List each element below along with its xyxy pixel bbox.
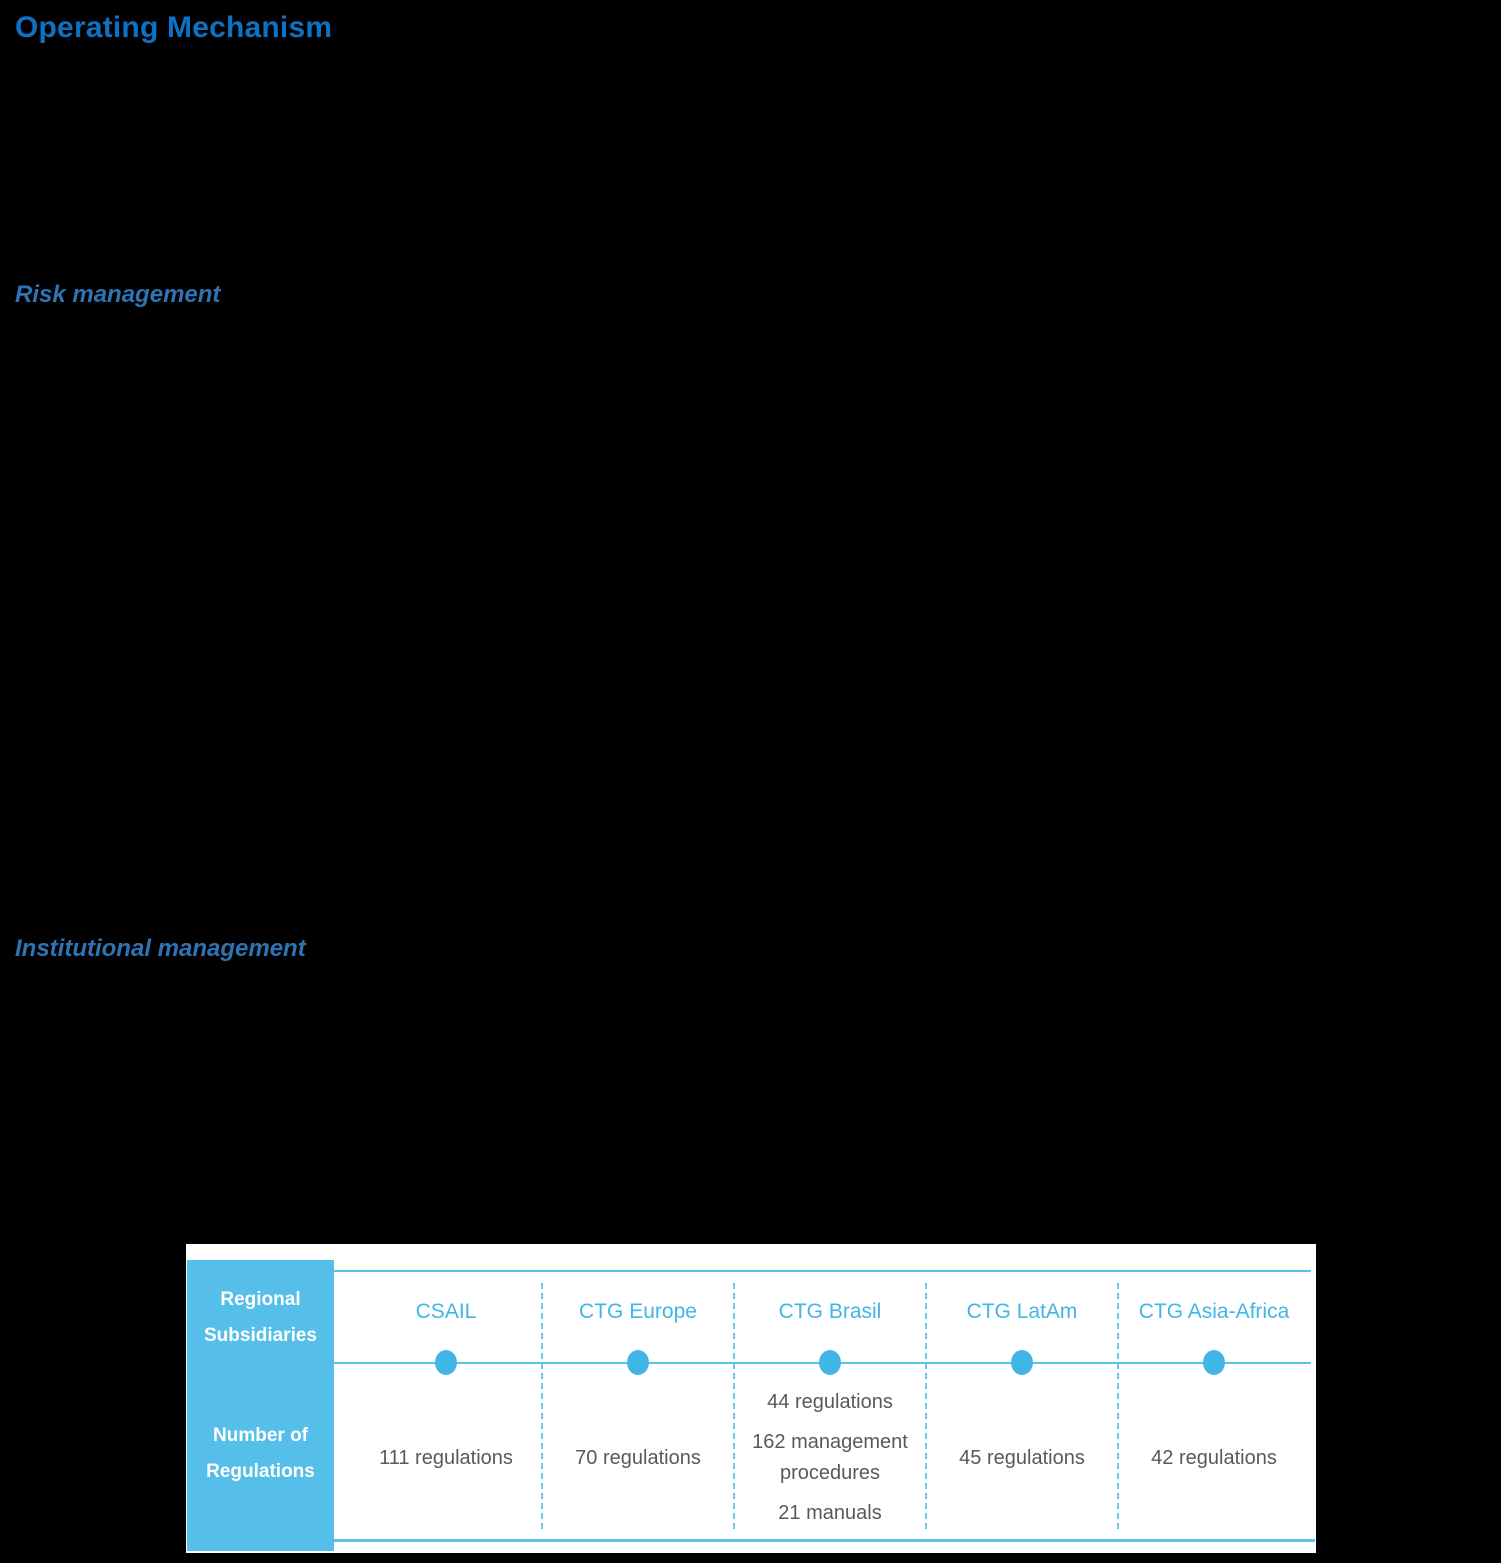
timeline-dot bbox=[627, 1350, 649, 1375]
column-ctg-asia-africa: CTG Asia-Africa 42 regulations bbox=[1118, 1260, 1310, 1542]
column-header: CTG Asia-Africa bbox=[1138, 1300, 1290, 1323]
value-cell: 45 regulations bbox=[926, 1372, 1118, 1544]
regional-subsidiaries-table: Regional Subsidiaries Number of Regulati… bbox=[186, 1244, 1316, 1553]
table-top-line bbox=[334, 1270, 1311, 1272]
page-title: Operating Mechanism bbox=[15, 11, 333, 44]
value-cell: 44 regulations 162 management procedures… bbox=[734, 1372, 926, 1544]
table-bottom-line bbox=[334, 1539, 1315, 1542]
row-label-box: Regional Subsidiaries Number of Regulati… bbox=[187, 1260, 334, 1551]
regulation-count: 111 regulations bbox=[379, 1446, 513, 1469]
section-heading-institutional-management: Institutional management bbox=[15, 935, 306, 962]
regulation-count: 162 management procedures bbox=[752, 1431, 908, 1484]
column-header: CTG Europe bbox=[579, 1300, 697, 1323]
column-divider bbox=[733, 1283, 735, 1529]
column-ctg-latam: CTG LatAm 45 regulations bbox=[926, 1260, 1118, 1542]
column-divider bbox=[541, 1283, 543, 1529]
timeline-dot bbox=[1203, 1350, 1225, 1375]
column-ctg-europe: CTG Europe 70 regulations bbox=[542, 1260, 734, 1542]
column-csail: CSAIL 111 regulations bbox=[350, 1260, 542, 1542]
timeline-dot bbox=[1011, 1350, 1033, 1375]
timeline-dot bbox=[819, 1350, 841, 1375]
regulation-count: 42 regulations bbox=[1151, 1446, 1277, 1469]
row-label-number-of-regulations: Number of Regulations bbox=[206, 1425, 315, 1482]
regulation-count: 21 manuals bbox=[778, 1502, 882, 1524]
regulation-count: 45 regulations bbox=[959, 1446, 1085, 1469]
column-header: CTG Brasil bbox=[778, 1300, 882, 1323]
column-ctg-brasil: CTG Brasil 44 regulations 162 management… bbox=[734, 1260, 926, 1542]
value-cell: 111 regulations bbox=[350, 1372, 542, 1544]
regulation-count: 70 regulations bbox=[575, 1446, 701, 1469]
value-cell: 42 regulations bbox=[1118, 1372, 1310, 1544]
column-header: CTG LatAm bbox=[966, 1300, 1078, 1323]
column-header: CSAIL bbox=[415, 1300, 477, 1323]
timeline-dot bbox=[435, 1350, 457, 1375]
column-divider bbox=[925, 1283, 927, 1529]
column-divider bbox=[1117, 1283, 1119, 1529]
section-heading-risk-management: Risk management bbox=[15, 281, 221, 308]
row-label-regional-subsidiaries: Regional Subsidiaries bbox=[204, 1289, 317, 1346]
regulation-count: 44 regulations bbox=[767, 1391, 893, 1413]
value-cell: 70 regulations bbox=[542, 1372, 734, 1544]
